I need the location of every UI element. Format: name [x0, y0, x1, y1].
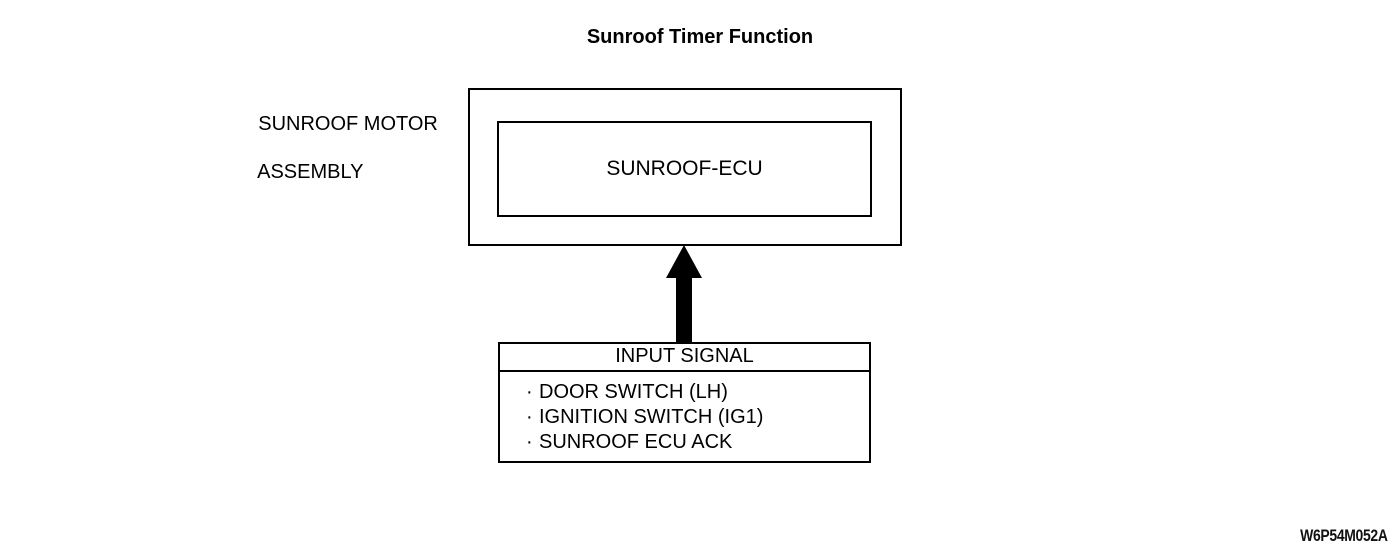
- figure-code: W6P54M052A: [1300, 526, 1389, 545]
- input-signal-box: INPUT SIGNAL · DOOR SWITCH (LH) · IGNITION…: [498, 342, 871, 463]
- list-item: · IGNITION SWITCH (IG1): [526, 405, 869, 430]
- page-title: Sunroof Timer Function: [586, 26, 814, 48]
- input-signal-header: INPUT SIGNAL: [500, 344, 869, 372]
- bullet-icon: ·: [526, 431, 533, 453]
- list-item: · SUNROOF ECU ACK: [526, 430, 869, 455]
- list-item-label: DOOR SWITCH (LH): [539, 381, 728, 403]
- assembly-label-line-1: SUNROOF MOTOR: [258, 113, 438, 135]
- bullet-icon: ·: [526, 406, 533, 428]
- input-signal-header-label: INPUT SIGNAL: [615, 344, 754, 367]
- sunroof-ecu-label: SUNROOF-ECU: [606, 157, 763, 180]
- assembly-label: SUNROOF MOTOR ASSEMBLY: [236, 88, 438, 208]
- list-item: · DOOR SWITCH (LH): [526, 380, 869, 405]
- list-item-label: SUNROOF ECU ACK: [539, 431, 733, 453]
- sunroof-ecu-box: SUNROOF-ECU: [497, 121, 872, 217]
- up-arrow-icon: [666, 245, 702, 346]
- bullet-icon: ·: [526, 381, 533, 403]
- list-item-label: IGNITION SWITCH (IG1): [539, 406, 764, 428]
- assembly-label-line-2: ASSEMBLY: [257, 161, 364, 183]
- input-signal-list: · DOOR SWITCH (LH) · IGNITION SWITCH (IG1)…: [500, 372, 869, 455]
